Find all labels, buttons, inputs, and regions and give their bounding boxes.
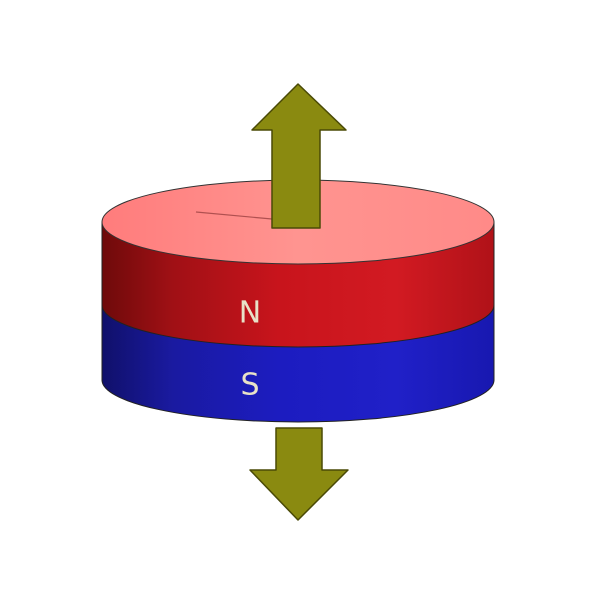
north-label: N [239, 296, 261, 331]
bottom-arrow-icon [249, 427, 349, 521]
south-label: S [240, 368, 259, 403]
top-arrow-icon [251, 83, 347, 229]
top-face-seam [195, 211, 273, 220]
